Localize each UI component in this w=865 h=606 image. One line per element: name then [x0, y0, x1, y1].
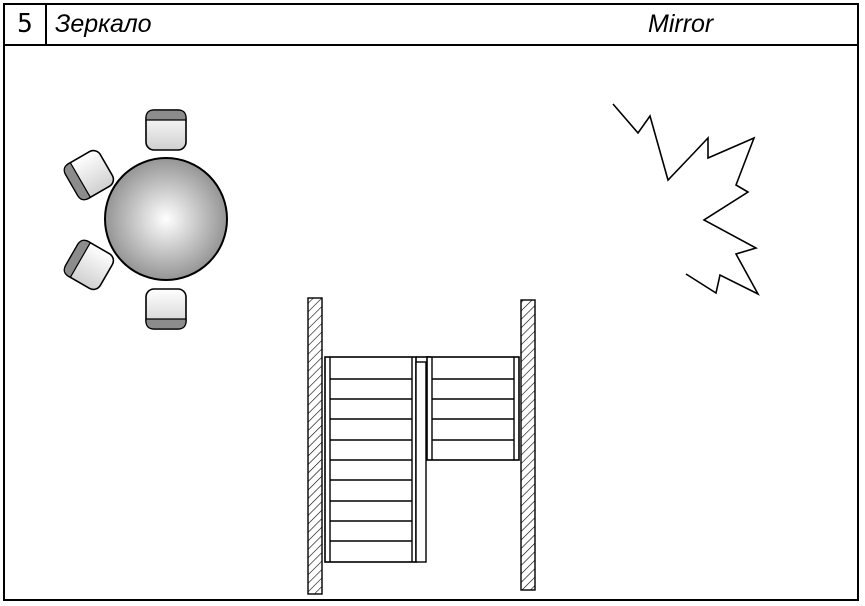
title-russian: Зеркало: [55, 10, 152, 38]
round-table-icon: [104, 157, 228, 281]
chair-icon-top: [145, 109, 187, 151]
broken-mirror-icon: [612, 103, 760, 296]
chair-icon-lower-left: [63, 239, 115, 291]
chair-icon-bottom: [145, 288, 187, 330]
plan-frame: 5 Зеркало Mirror: [3, 3, 859, 601]
chair-icon-upper-left: [63, 149, 115, 201]
scene-number: 5: [5, 5, 47, 44]
staircase-icon: [307, 297, 536, 595]
plan-header: 5 Зеркало Mirror: [5, 5, 857, 46]
title-english: Mirror: [648, 10, 714, 38]
